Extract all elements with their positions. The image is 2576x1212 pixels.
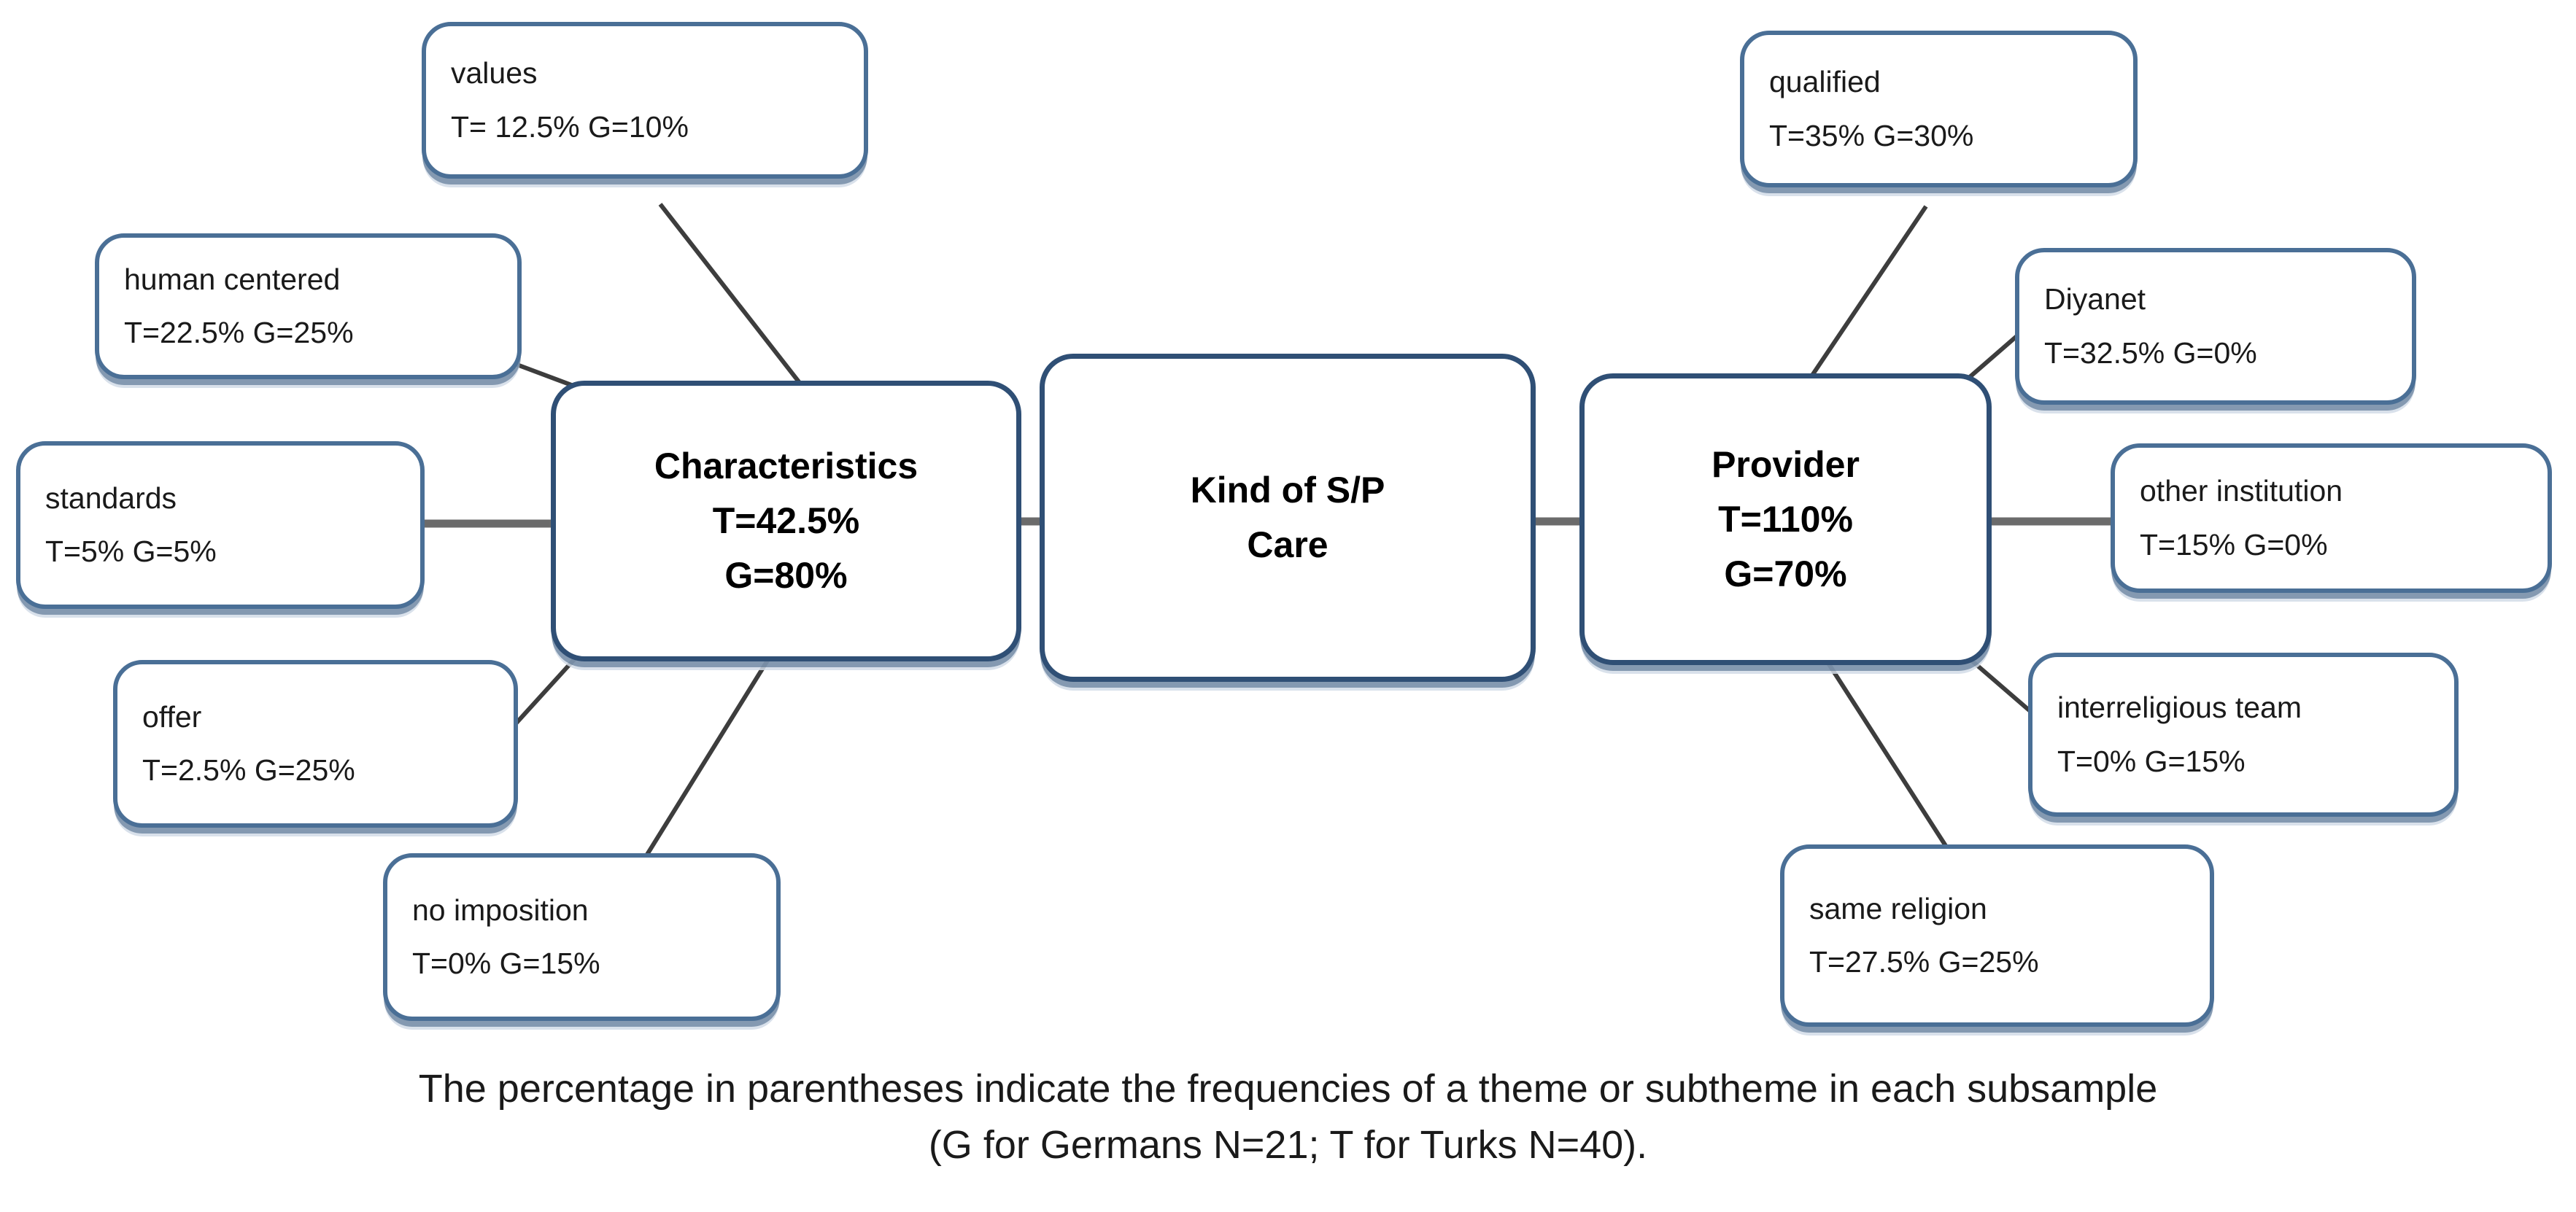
theme-stat-g: G=80% xyxy=(724,555,848,596)
subtheme-stats: T=35% G=30% xyxy=(1769,118,1974,152)
subtheme-title: Diyanet xyxy=(2044,282,2146,316)
caption-line-1: The percentage in parentheses indicate t… xyxy=(418,1067,2158,1111)
subtheme-stats: T=15% G=0% xyxy=(2140,527,2328,562)
subtheme-title: other institution xyxy=(2140,474,2343,508)
subtheme-stats: T=0% G=15% xyxy=(412,947,600,980)
subtheme-title: qualified xyxy=(1769,65,1881,99)
theme-title: Characteristics xyxy=(654,446,918,486)
subtheme-title: human centered xyxy=(124,262,341,296)
subtheme-title: values xyxy=(451,56,538,90)
subtheme-stats: T=22.5% G=25% xyxy=(124,316,354,349)
subtheme-stats: T=2.5% G=25% xyxy=(142,753,355,787)
subtheme-box-offer[interactable]: offer T=2.5% G=25% xyxy=(113,660,518,828)
theme-stat-g: G=70% xyxy=(1724,553,1847,594)
theme-stat-t: T=42.5% xyxy=(712,500,860,541)
subtheme-title: offer xyxy=(142,699,202,734)
subtheme-box-other-institution[interactable]: other institution T=15% G=0% xyxy=(2111,443,2552,593)
theme-title: Provider xyxy=(1711,443,1860,485)
subtheme-box-values[interactable]: values T= 12.5% G=10% xyxy=(422,22,868,179)
subtheme-box-standards[interactable]: standards T=5% G=5% xyxy=(16,441,425,609)
subtheme-box-no-imposition[interactable]: no imposition T=0% G=15% xyxy=(383,853,781,1021)
subtheme-title: interreligious team xyxy=(2057,691,2302,725)
connector-characteristics-values xyxy=(658,203,805,388)
subtheme-box-human-centered[interactable]: human centered T=22.5% G=25% xyxy=(95,233,522,379)
subtheme-stats: T=0% G=15% xyxy=(2057,744,2246,778)
theme-box-provider[interactable]: Provider T=110% G=70% xyxy=(1579,373,1992,665)
subtheme-box-diyanet[interactable]: Diyanet T=32.5% G=0% xyxy=(2015,248,2416,405)
connector-characteristics-offer xyxy=(508,647,586,731)
caption-line-2: (G for Germans N=21; T for Turks N=40). xyxy=(928,1122,1648,1167)
subtheme-box-interreligious-team[interactable]: interreligious team T=0% G=15% xyxy=(2028,653,2459,817)
connector-provider-qualified xyxy=(1803,205,1928,386)
subtheme-stats: T= 12.5% G=10% xyxy=(451,109,689,144)
center-title-line1: Kind of S/P xyxy=(1190,470,1385,510)
connector-provider-same-religion xyxy=(1822,655,1957,862)
center-box-kind-of-sp-care[interactable]: Kind of S/P Care xyxy=(1040,354,1536,682)
theme-box-characteristics[interactable]: Characteristics T=42.5% G=80% xyxy=(551,381,1021,661)
subtheme-stats: T=5% G=5% xyxy=(45,535,217,568)
connector-characteristics-no-imposition xyxy=(643,650,775,858)
subtheme-title: standards xyxy=(45,481,177,515)
subtheme-box-same-religion[interactable]: same religion T=27.5% G=25% xyxy=(1780,844,2214,1027)
subtheme-title: same religion xyxy=(1809,891,1987,925)
subtheme-box-qualified[interactable]: qualified T=35% G=30% xyxy=(1740,31,2138,187)
center-title-line2: Care xyxy=(1247,524,1328,565)
theme-stat-t: T=110% xyxy=(1718,498,1853,540)
subtheme-stats: T=32.5% G=0% xyxy=(2044,335,2257,370)
figure-caption: The percentage in parentheses indicate t… xyxy=(0,1061,2576,1173)
subtheme-title: no imposition xyxy=(412,893,589,927)
subtheme-stats: T=27.5% G=25% xyxy=(1809,945,2039,979)
